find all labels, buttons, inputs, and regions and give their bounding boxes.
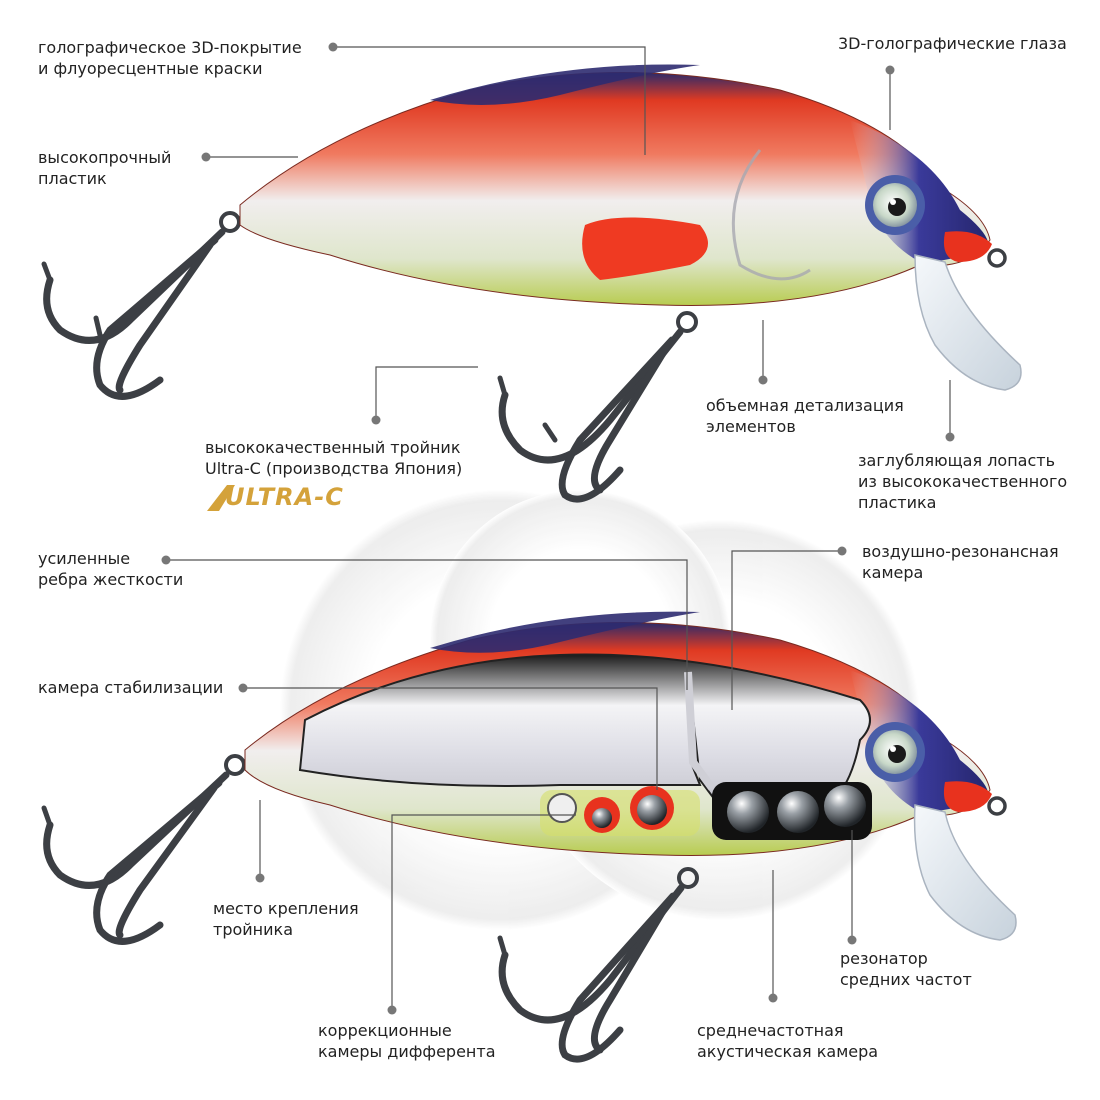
holo-eye-2 [865,722,925,782]
label-lip: заглубляющая лопасть из высококачественн… [858,451,1068,512]
label-holo-coating: голографическое 3D-покрытие и флуоресцен… [38,38,302,78]
rear-treble-hook [41,211,241,400]
leader-lines [166,46,951,1010]
label-detailing: объемная детализация элементов [706,396,904,436]
label-air-chamber: воздушно-резонансная камера [862,542,1059,582]
label-treble-hook: высококачественный тройник Ultra-C (прои… [205,438,463,478]
label-plastic: высокопрочный пластик [38,148,172,188]
top-lure [41,64,1022,503]
diving-lip [914,254,1022,391]
belly-treble-hook [497,311,698,503]
leader-dots [161,42,955,1015]
bottom-lure [41,611,1017,1063]
stiffening-rib [684,671,716,791]
pectoral-fin [582,217,708,280]
ultra-c-logo-text: ULTRA-C [225,483,344,511]
label-resonator: резонатор средних частот [840,949,972,989]
rear-treble-hook-2 [41,754,246,945]
label-hook-mount: место крепления тройника [213,899,359,939]
label-trim-chambers: коррекционные камеры дифферента [318,1021,496,1061]
trim-chambers [540,786,700,836]
ultra-c-logo-mark [207,485,235,511]
label-holo-eyes: 3D-голографические глаза [838,34,1067,53]
label-acoustic-chamber: среднечастотная акустическая камера [697,1021,879,1061]
label-ribs: усиленные ребра жесткости [38,549,184,589]
holo-eye [865,175,925,235]
diving-lip-2 [913,804,1017,941]
cutaway-chamber [298,653,871,801]
acoustic-chamber [712,782,872,840]
label-stabilization: камера стабилизации [38,678,224,697]
belly-treble-hook-2 [497,867,699,1063]
ultra-c-logo: ULTRA-C [205,481,405,515]
